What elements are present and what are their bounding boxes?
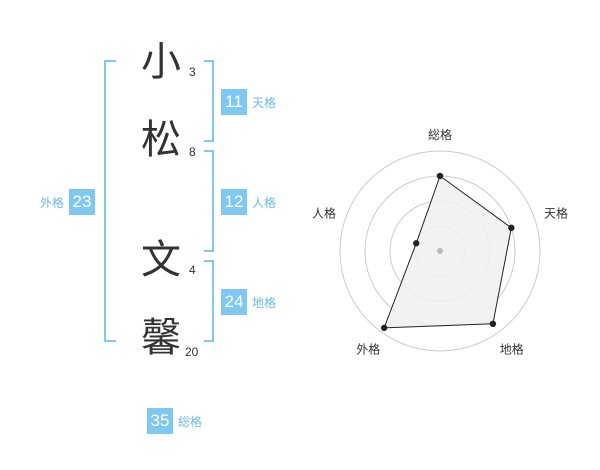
radar-area xyxy=(383,175,512,329)
stroke-count-3: 4 xyxy=(189,263,196,277)
jinkaku-value: 12 xyxy=(221,189,247,215)
radar-axis-label: 外格 xyxy=(356,342,380,357)
radar-grid-ring xyxy=(339,150,541,352)
chikaku-badge: 24 地格 xyxy=(221,289,276,315)
soukaku-badge: 35 総格 xyxy=(147,408,202,434)
stroke-count-4: 20 xyxy=(185,345,199,359)
gaikaku-bracket xyxy=(104,60,116,342)
radar-point xyxy=(380,324,388,332)
soukaku-value: 35 xyxy=(147,408,173,434)
tenkaku-value: 11 xyxy=(221,89,247,115)
gaikaku-badge: 23 外格 xyxy=(40,189,96,215)
gaikaku-label: 外格 xyxy=(40,195,65,210)
tenkaku-bracket xyxy=(204,60,214,142)
tenkaku-badge: 11 天格 xyxy=(221,89,276,115)
name-char-1: 小 xyxy=(141,39,181,85)
chikaku-label: 地格 xyxy=(252,295,277,310)
radar-axis-label: 天格 xyxy=(544,205,568,220)
jinkaku-label: 人格 xyxy=(252,195,277,210)
soukaku-label: 総格 xyxy=(178,414,203,429)
gaikaku-value: 23 xyxy=(69,189,96,215)
tenkaku-label: 天格 xyxy=(252,95,277,110)
name-char-2: 松 xyxy=(141,117,181,163)
radar-point xyxy=(489,320,497,328)
chikaku-value: 24 xyxy=(221,289,247,315)
stroke-count-1: 3 xyxy=(189,65,196,79)
chikaku-bracket xyxy=(204,260,214,342)
jinkaku-bracket xyxy=(204,150,214,252)
radar-axis-label: 人格 xyxy=(312,205,336,220)
radar-axis-label: 総格 xyxy=(428,127,452,142)
stroke-count-2: 8 xyxy=(189,145,196,159)
radar-center-dot xyxy=(437,248,443,254)
radar-axis-label: 地格 xyxy=(500,342,524,357)
radar-point xyxy=(508,224,515,232)
name-char-4: 馨 xyxy=(141,315,181,361)
name-char-3: 文 xyxy=(141,237,181,283)
radar-point xyxy=(436,172,444,180)
jinkaku-badge: 12 人格 xyxy=(221,189,276,215)
radar-point xyxy=(413,240,420,247)
